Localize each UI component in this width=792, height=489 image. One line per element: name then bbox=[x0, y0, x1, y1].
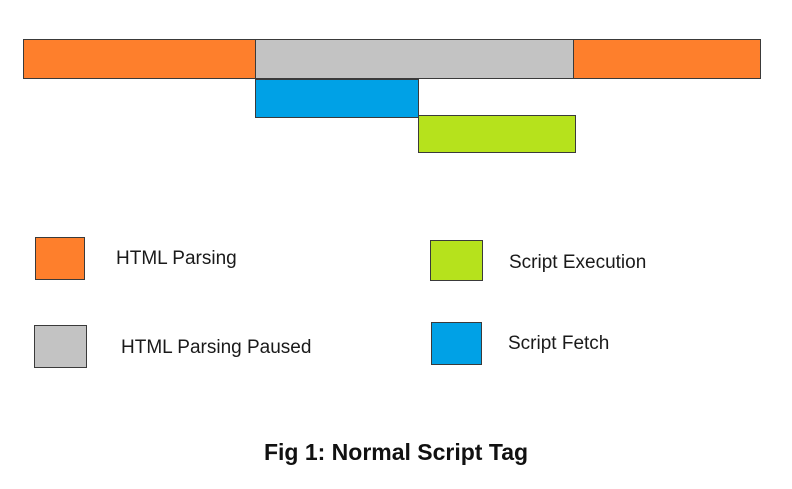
timeline-bar-script-fetch bbox=[255, 79, 419, 118]
legend-swatch-script-execution bbox=[430, 240, 483, 281]
timeline-bar-html-parsing-resume bbox=[573, 39, 761, 79]
legend-swatch-html-parsing bbox=[35, 237, 85, 280]
legend-swatch-html-parsing-paused bbox=[34, 325, 87, 368]
legend-label-script-execution: Script Execution bbox=[509, 252, 647, 273]
timeline-bar-html-parsing-start bbox=[23, 39, 256, 79]
legend-label-html-parsing: HTML Parsing bbox=[116, 248, 237, 269]
figure-caption: Fig 1: Normal Script Tag bbox=[263, 439, 529, 465]
timeline-bar-html-parsing-paused bbox=[255, 39, 574, 79]
legend-label-script-fetch: Script Fetch bbox=[508, 333, 610, 354]
legend-swatch-script-fetch bbox=[431, 322, 482, 365]
legend-label-html-parsing-paused: HTML Parsing Paused bbox=[121, 337, 312, 358]
timeline-bar-script-execution bbox=[418, 115, 576, 153]
